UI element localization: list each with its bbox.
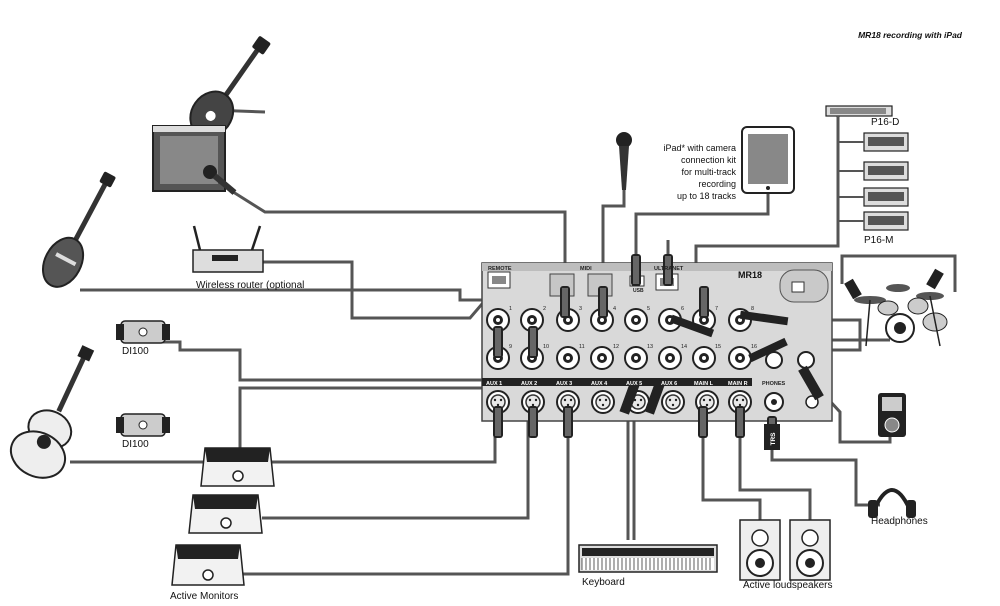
keyboard-icon (578, 544, 718, 573)
input-numbers-bottom: 9 10 11 12 13 14 15 16 (509, 344, 757, 350)
aux1-label: AUX 1 (486, 381, 502, 387)
headphones-icon (868, 488, 916, 518)
vocal-mic-icon (616, 132, 632, 190)
trs-plug-icon: TRS (764, 424, 780, 450)
monitor-icon (200, 447, 275, 487)
ipad-icon (741, 126, 795, 194)
wireless-router-label: Wireless router (optional (196, 280, 305, 291)
amp-mic-icon (203, 165, 237, 195)
input-number-4: 4 (613, 306, 616, 312)
guitar-amp-icon (152, 125, 226, 192)
loudspeaker-icon (789, 519, 831, 581)
input-number-7: 7 (715, 306, 718, 312)
input-number-9: 9 (509, 344, 512, 350)
diagram-title: MR18 recording with iPad (858, 30, 962, 40)
input-number-12: 12 (613, 344, 619, 350)
input-number-5: 5 (647, 306, 650, 312)
phones-label: PHONES (762, 381, 786, 387)
input-number-3: 3 (579, 306, 582, 312)
drum-kit-icon (844, 268, 948, 347)
acoustic-guitar-icon (9, 345, 95, 479)
input-number-6: 6 (681, 306, 684, 312)
ipad-note-line-4: recording (698, 179, 736, 189)
di100-icon (116, 413, 170, 437)
wireless-router-icon (192, 225, 264, 273)
active-monitors-label: Active Monitors (170, 591, 239, 602)
input-number-16: 16 (751, 344, 757, 350)
p16m-label: P16-M (864, 235, 894, 246)
remote-label: REMOTE (488, 266, 512, 272)
loudspeaker-icon (739, 519, 781, 581)
aux6-label: AUX 6 (661, 381, 677, 387)
ipad-note-line-3: for multi-track (681, 167, 736, 177)
brand-label: MR18 (738, 270, 762, 280)
main-l-label: MAIN L (694, 381, 714, 387)
ipad-note-line-1: iPad* with camera (663, 143, 736, 153)
main-r-label: MAIN R (728, 381, 748, 387)
input-number-8: 8 (751, 306, 754, 312)
ipad-note-line-5: up to 18 tracks (676, 191, 736, 201)
di100-label-a: DI100 (122, 346, 149, 357)
input-number-1: 1 (509, 306, 512, 312)
monitor-icon (171, 544, 245, 586)
p16d-icon (825, 105, 893, 117)
headphones-label: Headphones (871, 516, 928, 527)
mr18-mixer: REMOTE MIDI USB ULTRANET MR18 AUX 1 AUX … (481, 254, 833, 448)
aux3-label: AUX 3 (556, 381, 572, 387)
trs-label: TRS (770, 432, 777, 446)
ipad-note-line-2: connection kit (680, 155, 736, 165)
keyboard-label: Keyboard (582, 577, 625, 588)
p16d-label: P16-D (871, 117, 900, 128)
input-number-2: 2 (543, 306, 546, 312)
monitor-icon (188, 494, 263, 534)
aux4-label: AUX 4 (591, 381, 608, 387)
bass-guitar-icon (42, 171, 116, 288)
p16m-icon (837, 116, 909, 231)
input-number-13: 13 (647, 344, 653, 350)
input-number-10: 10 (543, 344, 549, 350)
input-number-11: 11 (579, 344, 585, 350)
active-loudspeakers-label: Active loudspeakers (743, 580, 833, 591)
ipad-note: iPad* with camera connection kit for mul… (650, 142, 736, 202)
ultranet-label: ULTRANET (654, 266, 684, 272)
midi-label: MIDI (580, 266, 592, 272)
input-number-15: 15 (715, 344, 721, 350)
mp3-player-icon (878, 393, 906, 437)
aux5-label: AUX 5 (626, 381, 642, 387)
di100-icon (116, 320, 170, 344)
usb-label: USB (633, 288, 644, 294)
input-number-14: 14 (681, 344, 687, 350)
aux2-label: AUX 2 (521, 381, 537, 387)
input-numbers-top: 1 2 3 4 5 6 7 8 (509, 306, 754, 312)
di100-label-b: DI100 (122, 439, 149, 450)
